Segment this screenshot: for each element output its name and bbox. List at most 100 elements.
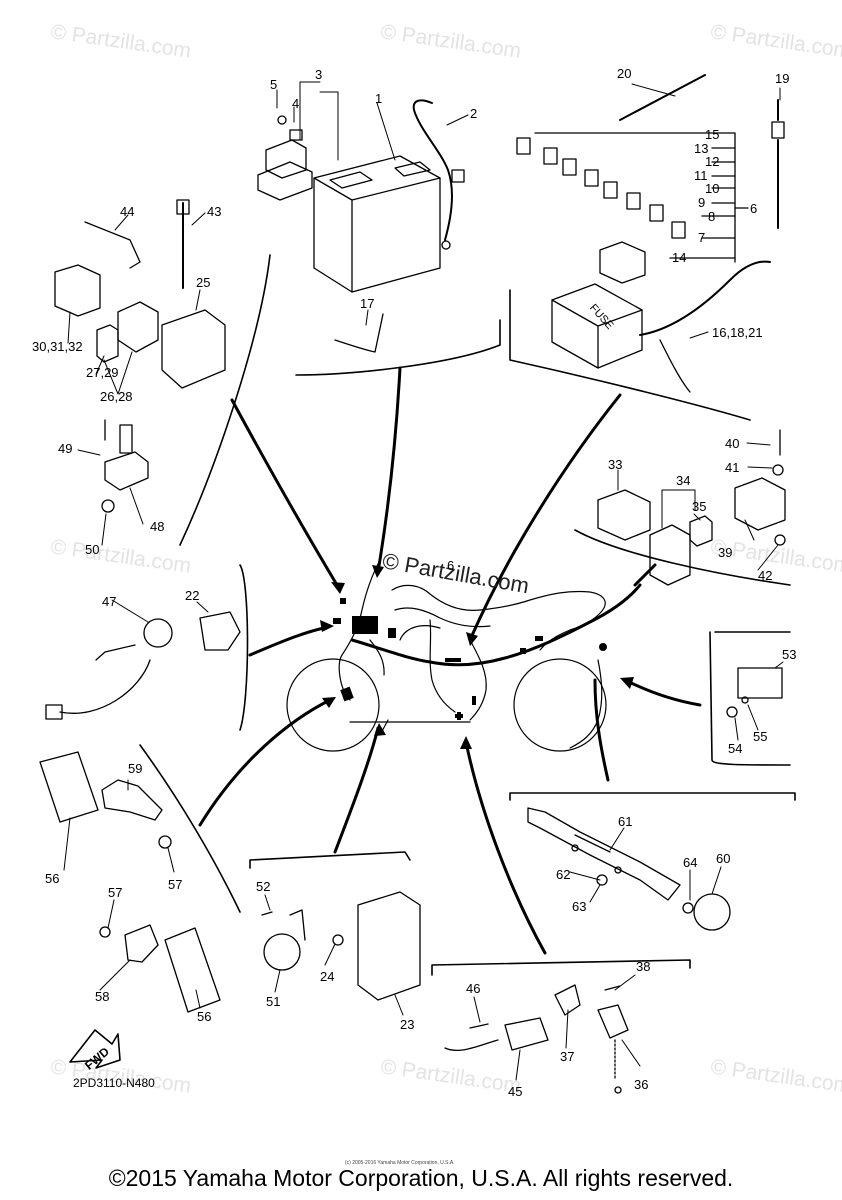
starter-relay xyxy=(257,115,313,201)
callout-59: 59 xyxy=(128,761,143,776)
callout-8: 8 xyxy=(708,209,716,224)
callout-52: 52 xyxy=(256,879,271,894)
callout-16-18-21: 16,18,21 xyxy=(712,325,763,340)
sensor-39 xyxy=(734,429,786,546)
relay-14 xyxy=(599,241,646,284)
reflector-53 xyxy=(737,667,783,699)
callout-9: 9 xyxy=(698,195,706,210)
callout-23: 23 xyxy=(400,1017,415,1032)
callout-61: 61 xyxy=(618,814,633,829)
fuse-bracket xyxy=(534,132,749,263)
callout-20: 20 xyxy=(617,66,632,81)
leader-lines xyxy=(198,366,702,955)
bracket-44 xyxy=(84,221,141,269)
callout-43: 43 xyxy=(207,204,222,219)
relays-33-35 xyxy=(597,489,713,586)
callout-60: 60 xyxy=(716,851,731,866)
callout-44: 44 xyxy=(120,204,135,219)
callout-46: 46 xyxy=(466,981,481,996)
callout-30-31-32: 30,31,32 xyxy=(32,339,83,354)
bike-component-markers xyxy=(333,598,607,720)
fwd-arrow-icon xyxy=(69,1029,121,1069)
callout-24: 24 xyxy=(320,969,335,984)
callout-48: 48 xyxy=(150,519,165,534)
callout-53: 53 xyxy=(782,647,797,662)
lead-17 xyxy=(334,313,384,353)
fuse-box xyxy=(551,283,643,369)
callout-37: 37 xyxy=(560,1049,575,1064)
callout-57-front: 57 xyxy=(168,877,183,892)
cable-tie-20 xyxy=(619,74,706,121)
callout-63: 63 xyxy=(572,899,587,914)
reflector-56-front xyxy=(39,751,99,823)
callout-13: 13 xyxy=(694,141,709,156)
module-25 xyxy=(161,309,226,389)
callout-51: 51 xyxy=(266,994,281,1009)
callout-11: 11 xyxy=(694,168,708,183)
callout-17: 17 xyxy=(360,296,375,311)
callout-12: 12 xyxy=(705,154,720,169)
reflector-56-rear xyxy=(164,927,221,1013)
footer-copyright: ©2015 Yamaha Motor Corporation, U.S.A. A… xyxy=(108,1165,734,1191)
callout-49: 49 xyxy=(58,441,73,456)
callout-10: 10 xyxy=(705,181,720,196)
callout-4: 4 xyxy=(292,96,300,111)
callout-55: 55 xyxy=(753,729,768,744)
callout-6-fuse-group: 6 xyxy=(750,201,758,216)
callout-1: 1 xyxy=(375,91,383,106)
horn-51 xyxy=(261,909,306,971)
fuse-harness xyxy=(639,260,771,336)
sensor-47 xyxy=(45,611,241,720)
rectifier-23 xyxy=(357,891,421,1001)
bracket-58 xyxy=(124,924,159,963)
callout-7: 7 xyxy=(698,230,706,245)
callout-22: 22 xyxy=(185,588,200,603)
callout-54: 54 xyxy=(728,741,743,756)
callout-25: 25 xyxy=(196,275,211,290)
callout-14: 14 xyxy=(672,250,687,265)
callout-34: 34 xyxy=(676,473,691,488)
callout-56-rear: 56 xyxy=(197,1009,212,1024)
bracket-59 xyxy=(101,779,163,821)
callout-35: 35 xyxy=(692,499,707,514)
callout-19: 19 xyxy=(775,71,790,86)
callout-36: 36 xyxy=(634,1077,649,1092)
switch-36 xyxy=(554,984,629,1094)
motorcycle-outline xyxy=(286,559,607,752)
group-frames xyxy=(139,254,796,976)
main-harness xyxy=(350,583,642,667)
callout-39: 39 xyxy=(718,545,733,560)
callout-45: 45 xyxy=(508,1084,523,1099)
callout-33: 33 xyxy=(608,457,623,472)
callout-47: 47 xyxy=(102,594,117,609)
callout-3: 3 xyxy=(315,67,323,82)
callout-26-28: 26,28 xyxy=(100,389,133,404)
callout-2: 2 xyxy=(470,106,478,121)
tiny-copyright: (c) 2005-2016 Yamaha Motor Corporation, … xyxy=(345,1160,455,1166)
callout-leaders xyxy=(63,81,784,1081)
callout-64: 64 xyxy=(683,855,698,870)
sensor-45 xyxy=(444,1017,549,1052)
battery-cable xyxy=(412,99,453,241)
callout-62: 62 xyxy=(556,867,571,882)
callout-5: 5 xyxy=(270,77,278,92)
callout-42: 42 xyxy=(758,568,773,583)
callout-38: 38 xyxy=(636,959,651,974)
callout-41: 41 xyxy=(725,460,740,475)
sensor-48 xyxy=(101,419,149,513)
callout-57-rear: 57 xyxy=(108,885,123,900)
callout-56-front: 56 xyxy=(45,871,60,886)
callout-15: 15 xyxy=(705,127,720,142)
tie-strap-16 xyxy=(659,339,691,393)
leader-arrowheads xyxy=(320,565,634,749)
callout-58: 58 xyxy=(95,989,110,1004)
callout-27-29: 27,29 xyxy=(86,365,119,380)
fuses xyxy=(516,137,686,239)
callout-40: 40 xyxy=(725,436,740,451)
diagram-code: 2PD3110-N480 xyxy=(73,1076,155,1090)
relay-units xyxy=(54,264,159,363)
callout-6-harness: 6 xyxy=(447,558,455,573)
battery xyxy=(313,155,441,293)
callout-50: 50 xyxy=(85,542,100,557)
